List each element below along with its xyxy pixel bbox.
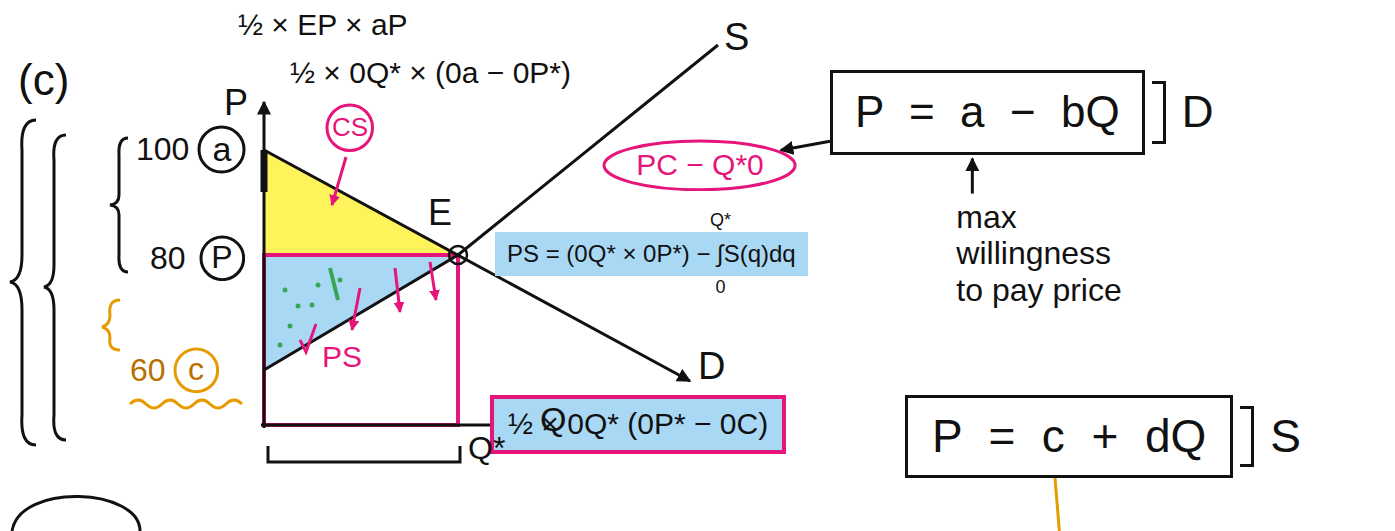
dot	[278, 343, 283, 348]
node-text: PC − Q*0	[636, 149, 764, 181]
outside-heading: S	[1270, 410, 1301, 463]
circled-price: P	[199, 235, 246, 282]
connector-arrow	[781, 141, 830, 150]
tick-value: 100	[136, 131, 189, 168]
curve-label: D	[698, 345, 725, 389]
bracket	[1152, 81, 1166, 144]
tick-value: 80	[150, 240, 186, 277]
axis-value: Q*	[468, 430, 505, 467]
point-label: E	[428, 192, 452, 233]
node-text: c	[188, 353, 204, 387]
formula-note: ½ × EP × aP	[238, 8, 408, 43]
circle-outline	[175, 349, 218, 392]
part-label: (c)	[18, 55, 69, 106]
brace	[102, 300, 120, 350]
integral-limit: Q*	[710, 210, 731, 231]
circle-outline	[327, 105, 373, 151]
annotation: max willingness to pay price	[956, 199, 1128, 309]
brace	[110, 138, 128, 272]
leader-arrow	[971, 159, 974, 194]
bracket	[268, 446, 460, 462]
brace	[10, 120, 36, 445]
surplus-tag: CS	[325, 103, 375, 153]
pink-arrow	[430, 262, 436, 300]
axis-label: P	[224, 82, 248, 123]
pink-arrow	[395, 268, 400, 312]
check-mark	[300, 324, 316, 352]
formula-note: ½ × 0Q* × (0a − 0P*)	[290, 56, 571, 91]
pink-arrow	[352, 288, 360, 330]
dot	[288, 324, 293, 329]
axis-highlight	[261, 150, 268, 192]
equation-box: P = a − bQD	[830, 70, 1145, 155]
node-text: a	[213, 132, 232, 168]
quantity-axis	[261, 424, 528, 427]
equilibrium-point	[449, 246, 467, 264]
mark	[330, 268, 338, 300]
area-label: PS	[322, 340, 362, 375]
bracket	[1240, 406, 1254, 467]
note-ellipse: PC − Q*0	[602, 139, 797, 192]
wavy-underline	[130, 400, 242, 408]
dot	[296, 304, 301, 309]
dot	[310, 303, 315, 308]
node-text: CS	[332, 114, 368, 141]
node-text: PS = (0Q* × 0P*) − ∫S(q)dq	[507, 240, 796, 268]
tick-value: 60	[130, 352, 166, 389]
integral-limit: 0	[715, 277, 725, 298]
ellipse-outline	[604, 141, 795, 190]
circled-intercept: c	[173, 347, 220, 394]
node-text: P	[211, 241, 232, 275]
circled-intercept: a	[197, 125, 246, 174]
equation-box: P = c + dQS	[905, 395, 1233, 478]
node-text: P = a − bQ	[855, 87, 1120, 138]
leader-arrow	[332, 157, 346, 205]
revenue-rectangle	[264, 255, 458, 425]
outside-heading: D	[1182, 87, 1214, 138]
formula-box: ½ × 0Q* (0P* − 0C)	[490, 395, 786, 454]
formula-box: PS = (0Q* × 0P*) − ∫S(q)dq	[495, 232, 808, 276]
supply-curve	[264, 45, 718, 370]
dot	[283, 288, 288, 293]
brace	[44, 135, 66, 440]
circle-outline	[199, 127, 244, 172]
dot	[338, 278, 343, 283]
curve-label: S	[724, 16, 749, 60]
dot	[316, 283, 321, 288]
axis-label: Q	[540, 400, 566, 439]
circle-outline	[201, 237, 244, 280]
partial-oval	[12, 496, 140, 531]
node-text: P = c + dQ	[932, 410, 1206, 463]
